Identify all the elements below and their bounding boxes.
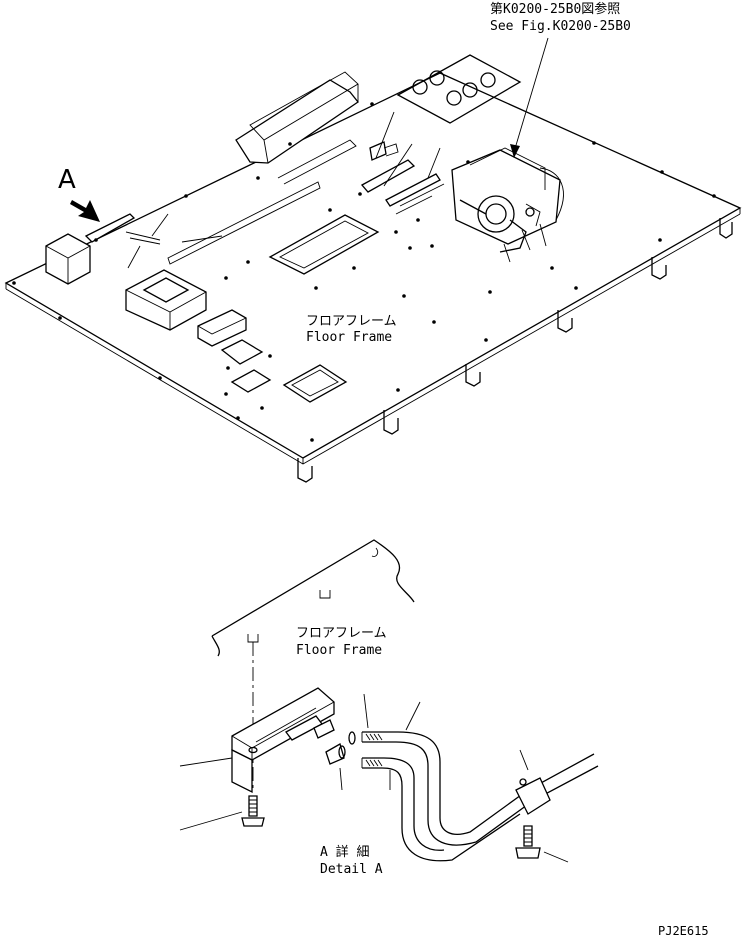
bolt-top bbox=[369, 141, 399, 161]
leader-lines-top bbox=[127, 111, 547, 269]
reference-arrow bbox=[510, 37, 549, 158]
hose-clamp bbox=[515, 777, 551, 815]
support-legs bbox=[297, 218, 733, 483]
plate-holes bbox=[12, 102, 716, 442]
detail-caption-en: Detail A bbox=[320, 862, 383, 877]
plate-cutouts bbox=[220, 214, 380, 403]
detail-bolt bbox=[241, 795, 265, 827]
vent-panel bbox=[396, 54, 522, 124]
detail-a-bracket bbox=[84, 213, 161, 245]
switch-block bbox=[45, 233, 91, 285]
floor-frame-plate bbox=[4, 72, 742, 465]
lever-rod bbox=[167, 139, 357, 265]
leader-lines-detail bbox=[179, 693, 569, 863]
detail-floor-frame bbox=[211, 539, 415, 657]
rear-cover bbox=[235, 71, 359, 164]
center-bracket bbox=[197, 309, 247, 347]
pump-assembly bbox=[451, 147, 564, 253]
brackets bbox=[360, 159, 445, 215]
floor-frame-label-jp: フロアフレーム bbox=[306, 314, 397, 329]
reference-note-en: See Fig.K0200-25B0 bbox=[490, 19, 631, 34]
detail-hoses bbox=[361, 731, 599, 862]
floor-frame-label-en: Floor Frame bbox=[306, 330, 392, 345]
detail-floor-frame-label-jp: フロアフレーム bbox=[296, 626, 387, 641]
clamp-bolt bbox=[515, 825, 541, 859]
view-arrow-a bbox=[70, 200, 100, 222]
detail-caption-jp: A 詳 細 bbox=[320, 844, 369, 860]
control-box bbox=[125, 269, 207, 331]
drawing-code: PJ2E615 bbox=[658, 924, 709, 938]
reference-note-jp: 第K0200-25B0図参照 bbox=[490, 1, 620, 17]
detail-floor-frame-label-en: Floor Frame bbox=[296, 643, 382, 658]
view-label-a: A bbox=[58, 165, 76, 195]
detail-switch bbox=[285, 715, 356, 765]
detail-bracket bbox=[231, 687, 335, 794]
